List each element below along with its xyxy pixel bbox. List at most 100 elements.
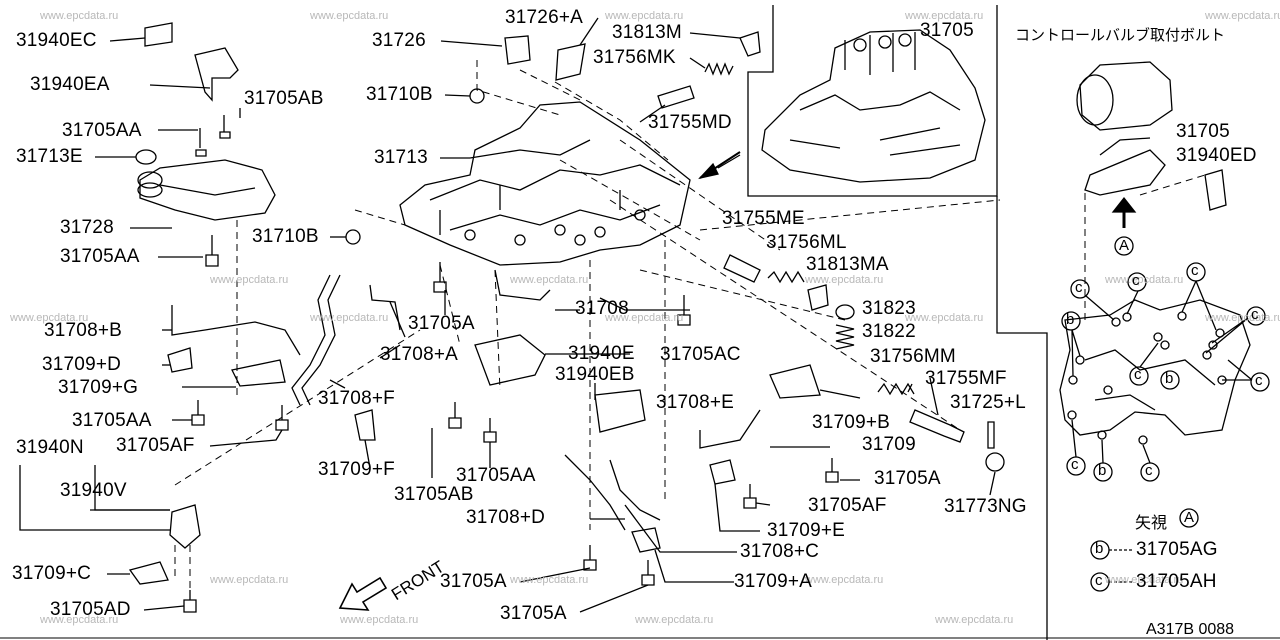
plug-31773ng [985, 452, 1005, 472]
bolt-layout-outline [1059, 299, 1251, 445]
spring-31756ml [767, 270, 805, 284]
part-label: 31705AC [660, 344, 741, 365]
top-inset-frame [747, 5, 998, 197]
bolt-31710b-mid [345, 229, 361, 245]
part-label: 31705AB [394, 484, 474, 505]
valve-31755me [723, 254, 761, 283]
watermark: www.epcdata.ru [310, 10, 389, 22]
part-label: 31940EA [30, 74, 110, 95]
part-label: 31709+E [767, 520, 846, 541]
callout-c: c [1071, 456, 1079, 473]
watermark: www.epcdata.ru [310, 312, 389, 324]
part-label: 31813M [612, 22, 682, 43]
part-label: 31713E [16, 146, 83, 167]
connector-31726a [555, 43, 586, 81]
bolt-31705aa-low [191, 400, 205, 426]
part-label: 31713 [374, 147, 428, 168]
part-label: 31813MA [806, 254, 889, 275]
main-valve-body [399, 101, 691, 266]
sensor-31940v [169, 504, 201, 549]
bolt-31705ab-top [219, 115, 231, 139]
part-label: 31940EB [555, 364, 635, 385]
inset-part-label: 31940ED [1176, 145, 1257, 166]
bracket-31940ec [144, 22, 173, 47]
bracket-31940eb [594, 389, 646, 433]
diagram-code: A317B 0088 [1146, 621, 1235, 638]
clip-31813m [739, 31, 761, 57]
part-label: 31708+A [380, 344, 459, 365]
watermark: www.epcdata.ru [635, 614, 714, 626]
watermark: www.epcdata.ru [40, 614, 119, 626]
part-label: 31823 [862, 298, 916, 319]
part-label: 31756MK [593, 47, 676, 68]
inset-part-label: 31705 [1176, 121, 1230, 142]
part-label: 31709+D [42, 354, 122, 375]
valve-31755mf [909, 409, 965, 443]
part-label: 31708+C [740, 541, 820, 562]
bracket-31709d [167, 347, 193, 373]
part-label: 31708 [575, 298, 629, 319]
watermark: www.epcdata.ru [1205, 10, 1280, 22]
watermark: www.epcdata.ru [1205, 312, 1280, 324]
callout-b: b [1066, 311, 1075, 328]
part-label: 31705AD [50, 599, 131, 620]
watermark: www.epcdata.ru [340, 614, 419, 626]
watermark: www.epcdata.ru [1105, 274, 1184, 286]
watermark: www.epcdata.ru [905, 312, 984, 324]
callout-c: c [1075, 279, 1083, 296]
spring-31756mk [704, 62, 734, 76]
part-label: 31710B [366, 84, 433, 105]
valve-body-assembly-drawing [717, 29, 986, 183]
part-label: 31705A [874, 468, 941, 489]
watermark: www.epcdata.ru [510, 274, 589, 286]
callout-b: b [1165, 370, 1174, 387]
view-label-letter: A [1184, 509, 1195, 526]
part-label: 31705A [440, 571, 507, 592]
callout-c: c [1191, 262, 1199, 279]
legend-b-letter: b [1095, 540, 1104, 557]
part-label: 31705AA [62, 120, 142, 141]
part-label: 31756ML [766, 232, 847, 253]
callout-c: c [1134, 366, 1142, 383]
tube-31708e [699, 409, 761, 449]
part-label: 31705AF [116, 435, 195, 456]
tube-31708f-2 [301, 274, 341, 406]
part-label: 31709 [862, 434, 916, 455]
inset-title: コントロールバルブ取付ボルト [1015, 26, 1226, 44]
bolt-31705a-right [825, 458, 839, 483]
part-label: 31755MF [925, 368, 1007, 389]
oring-31713e [135, 149, 157, 165]
bolt-31710b-top [469, 88, 485, 104]
part-label: 31708+D [466, 507, 546, 528]
watermark: www.epcdata.ru [605, 312, 684, 324]
watermark: www.epcdata.ru [210, 574, 289, 586]
part-label: 31755ME [722, 208, 805, 229]
callout-c: c [1132, 272, 1140, 289]
watermark: www.epcdata.ru [10, 312, 89, 324]
part-label: 31705AF [808, 495, 887, 516]
spring-31756mm [877, 382, 915, 396]
part-label: 31710B [252, 226, 319, 247]
part-label: 31709+F [318, 459, 395, 480]
bracket-31940e [474, 334, 546, 386]
view-a-letter: A [1119, 237, 1130, 254]
tube-31708c [609, 459, 661, 521]
bracket-31709g [231, 359, 286, 387]
part-label: 31705AA [60, 246, 140, 267]
view-a-circle [1114, 236, 1134, 256]
bolt-callout-circles [1061, 262, 1270, 482]
watermark: www.epcdata.ru [805, 574, 884, 586]
part-label: 31725+L [950, 392, 1026, 413]
bolt-31705ab-low [448, 402, 462, 429]
watermark: www.epcdata.ru [905, 10, 984, 22]
part-label: 31708+B [44, 320, 123, 341]
part-label: 31822 [862, 321, 916, 342]
part-label: 31705A [500, 603, 567, 624]
part-label: 31705A [408, 313, 475, 334]
watermark: www.epcdata.ru [40, 10, 119, 22]
part-label: 31709+C [12, 563, 92, 584]
tube-31708d [564, 454, 626, 531]
watermark: www.epcdata.ru [805, 274, 884, 286]
tube-31708 [494, 269, 551, 301]
part-label: 31705AA [456, 465, 536, 486]
